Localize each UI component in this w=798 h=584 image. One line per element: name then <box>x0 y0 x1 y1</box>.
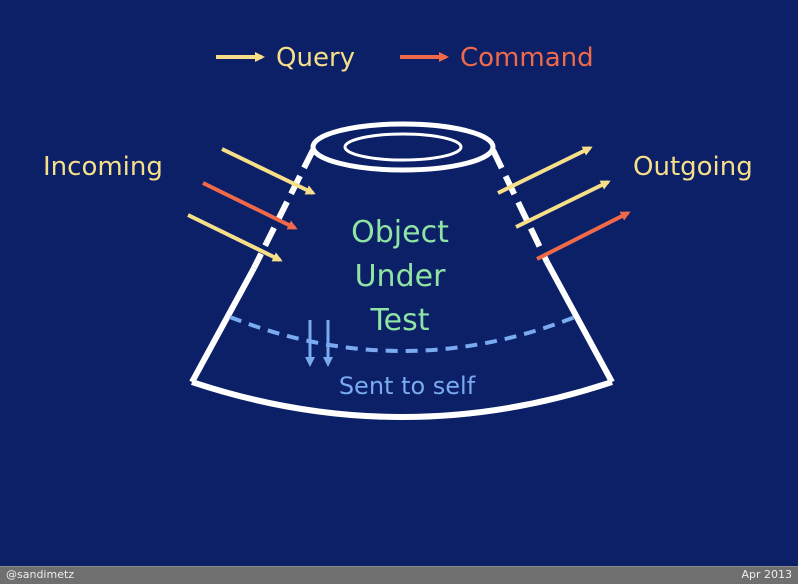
outgoing-query-arrow-2 <box>515 180 611 229</box>
object-bottom <box>191 379 613 420</box>
self-boundary <box>229 315 576 353</box>
outgoing-command-arrow <box>536 211 631 261</box>
slide <box>0 0 798 566</box>
object-shape <box>189 121 615 420</box>
legend-query-label: Query <box>276 43 355 73</box>
incoming-query-arrow-1 <box>221 147 316 195</box>
outgoing-label: Outgoing <box>633 152 753 182</box>
incoming-label: Incoming <box>43 152 163 182</box>
object-right-wall <box>544 260 615 384</box>
incoming-command-arrow <box>202 181 298 230</box>
object-under-test-line3: Test <box>369 303 429 338</box>
object-left-wall-dashed <box>251 148 316 270</box>
object-right-wall-dashed <box>490 148 550 264</box>
object-top-outer <box>310 121 496 173</box>
object-top-inner <box>343 132 463 162</box>
diagram: Query Command Incoming Outgoing Object U… <box>43 43 753 420</box>
sent-to-self-label: Sent to self <box>339 372 476 400</box>
footer-date: Apr 2013 <box>741 568 792 581</box>
outgoing-query-arrow-1 <box>497 146 593 195</box>
footer-handle: @sandimetz <box>6 568 75 581</box>
incoming-query-arrow-2 <box>187 213 283 262</box>
object-left-wall <box>189 266 257 384</box>
legend-command-label: Command <box>460 43 594 73</box>
footer-bar: @sandimetz Apr 2013 <box>0 566 798 584</box>
object-under-test-line1: Object <box>351 215 449 250</box>
object-under-test-line2: Under <box>355 259 446 294</box>
